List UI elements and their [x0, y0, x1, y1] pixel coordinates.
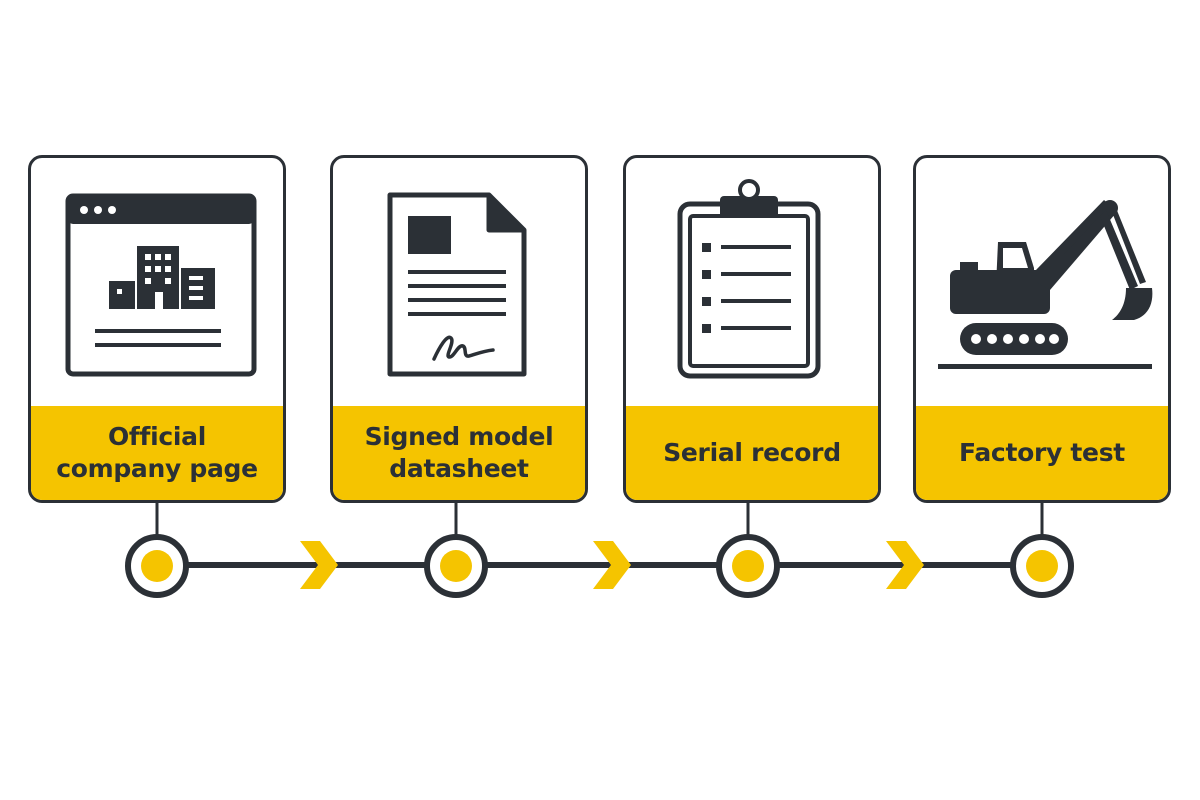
step-label-band: Official company page — [31, 406, 283, 500]
step-icon-area — [333, 158, 585, 406]
timeline-node — [716, 534, 780, 598]
step-card-serial-record: Serial record — [623, 155, 881, 503]
step-icon-area — [31, 158, 283, 406]
step-label: Serial record — [663, 438, 841, 467]
signed-document-icon — [387, 192, 527, 377]
step-icon-area — [626, 158, 878, 406]
step-icon-area — [916, 158, 1168, 406]
step-label-band: Serial record — [626, 406, 878, 500]
step-label: Factory test — [959, 438, 1125, 467]
step-label: Official company page — [56, 422, 258, 483]
timeline-node — [1010, 534, 1074, 598]
timeline-node — [424, 534, 488, 598]
chevron-right-icon — [300, 541, 338, 589]
chevron-right-icon — [593, 541, 631, 589]
step-card-factory-test: Factory test — [913, 155, 1171, 503]
step-label-band: Signed model datasheet — [333, 406, 585, 500]
step-label: Signed model datasheet — [364, 422, 554, 483]
browser-buildings-icon — [65, 193, 257, 377]
step-card-signed-model-datasheet: Signed model datasheet — [330, 155, 588, 503]
step-label-band: Factory test — [916, 406, 1168, 500]
chevron-right-icon — [886, 541, 924, 589]
step-card-official-company-page: Official company page — [28, 155, 286, 503]
clipboard-checklist-icon — [677, 179, 821, 379]
excavator-icon — [938, 200, 1153, 369]
timeline-node — [125, 534, 189, 598]
